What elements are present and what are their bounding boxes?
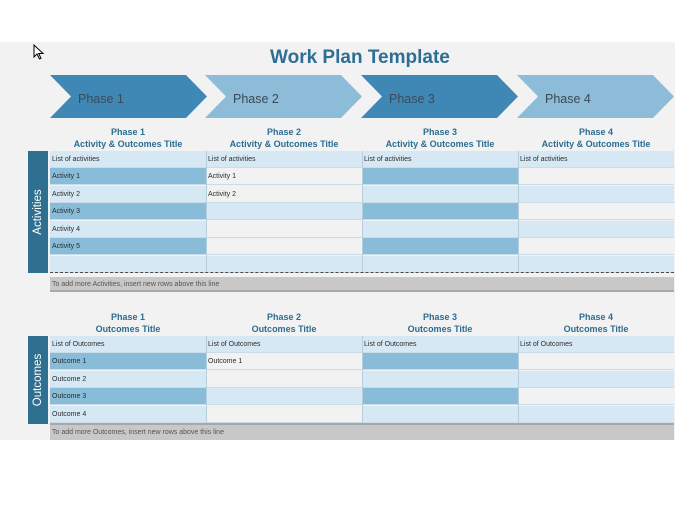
header-phase: Phase 1 xyxy=(110,127,146,137)
table-cell[interactable] xyxy=(518,256,674,273)
outcomes-header-phase-2: Phase 2 Outcomes Title xyxy=(206,311,362,335)
activities-header-phase-3: Phase 3 Activity & Outcomes Title xyxy=(362,126,518,150)
column-divider xyxy=(362,336,363,424)
table-cell[interactable] xyxy=(362,186,518,203)
table-cell[interactable] xyxy=(362,371,518,388)
table-cell[interactable]: List of activities xyxy=(518,151,674,168)
table-cell[interactable] xyxy=(362,168,518,185)
phase-4-label: Phase 4 xyxy=(545,92,591,106)
header-phase: Phase 2 xyxy=(266,127,302,137)
table-cell[interactable] xyxy=(362,353,518,370)
table-cell[interactable] xyxy=(206,406,362,423)
outcomes-header-phase-4: Phase 4 Outcomes Title xyxy=(518,311,674,335)
table-cell[interactable] xyxy=(206,203,362,220)
table-cell[interactable]: List of activities xyxy=(362,151,518,168)
table-cell[interactable] xyxy=(518,221,674,238)
header-title: Activity & Outcomes Title xyxy=(73,139,183,149)
footer-divider xyxy=(50,290,674,292)
activities-header-phase-1: Phase 1 Activity & Outcomes Title xyxy=(50,126,206,150)
table-cell[interactable] xyxy=(206,256,362,273)
phase-1-chevron xyxy=(50,75,207,118)
table-cell[interactable]: Outcome 1 xyxy=(206,353,362,370)
phase-1-label: Phase 1 xyxy=(78,92,124,106)
table-cell[interactable]: List of Outcomes xyxy=(50,336,206,353)
header-title: Activity & Outcomes Title xyxy=(541,139,651,149)
insert-rows-dashed-line xyxy=(50,272,674,273)
table-cell[interactable]: Outcome 4 xyxy=(50,406,206,423)
table-cell[interactable] xyxy=(518,203,674,220)
table-cell[interactable]: Activity 2 xyxy=(206,186,362,203)
header-phase: Phase 3 xyxy=(422,312,458,322)
outcomes-header-phase-3: Phase 3 Outcomes Title xyxy=(362,311,518,335)
table-cell[interactable] xyxy=(362,221,518,238)
table-cell[interactable] xyxy=(518,353,674,370)
table-cell[interactable] xyxy=(518,238,674,255)
table-cell[interactable] xyxy=(518,388,674,405)
header-phase: Phase 2 xyxy=(266,312,302,322)
table-cell[interactable]: Activity 4 xyxy=(50,221,206,238)
table-cell[interactable] xyxy=(362,256,518,273)
footer-divider xyxy=(50,423,674,425)
outcomes-header-phase-1: Phase 1 Outcomes Title xyxy=(50,311,206,335)
table-cell[interactable]: List of activities xyxy=(206,151,362,168)
table-cell[interactable]: List of Outcomes xyxy=(362,336,518,353)
table-cell[interactable] xyxy=(206,238,362,255)
phase-4-chevron xyxy=(517,75,674,118)
phase-2-chevron xyxy=(205,75,362,118)
header-phase: Phase 4 xyxy=(578,127,614,137)
column-divider xyxy=(518,151,519,273)
table-cell[interactable]: Activity 1 xyxy=(50,168,206,185)
table-cell[interactable] xyxy=(518,168,674,185)
table-cell[interactable]: Outcome 2 xyxy=(50,371,206,388)
header-title: Outcomes Title xyxy=(95,324,161,334)
header-title: Activity & Outcomes Title xyxy=(385,139,495,149)
table-cell[interactable] xyxy=(518,371,674,388)
outcomes-side-label: Outcomes xyxy=(32,353,44,407)
table-cell[interactable] xyxy=(518,186,674,203)
column-divider xyxy=(206,336,207,424)
table-cell[interactable] xyxy=(362,203,518,220)
column-divider xyxy=(362,151,363,273)
header-title: Outcomes Title xyxy=(563,324,629,334)
table-cell[interactable]: Outcome 1 xyxy=(50,353,206,370)
activities-header-phase-4: Phase 4 Activity & Outcomes Title xyxy=(518,126,674,150)
table-cell[interactable]: List of activities xyxy=(50,151,206,168)
phase-3-chevron xyxy=(361,75,518,118)
outcomes-side-bar xyxy=(28,336,48,424)
phase-3-label: Phase 3 xyxy=(389,92,435,106)
table-cell[interactable]: Activity 3 xyxy=(50,203,206,220)
table-cell[interactable] xyxy=(362,406,518,423)
mouse-pointer-icon xyxy=(33,44,45,60)
table-cell[interactable] xyxy=(50,256,206,273)
header-phase: Phase 3 xyxy=(422,127,458,137)
header-phase: Phase 4 xyxy=(578,312,614,322)
column-divider xyxy=(206,151,207,273)
outcomes-footer-note: To add more Outcomes, insert new rows ab… xyxy=(50,425,674,440)
activities-header-phase-2: Phase 2 Activity & Outcomes Title xyxy=(206,126,362,150)
activities-side-label: Activities xyxy=(32,189,44,235)
header-title: Activity & Outcomes Title xyxy=(229,139,339,149)
table-cell[interactable] xyxy=(362,388,518,405)
table-cell[interactable]: Activity 2 xyxy=(50,186,206,203)
column-divider xyxy=(518,336,519,424)
table-cell[interactable] xyxy=(206,221,362,238)
table-cell[interactable]: Outcome 3 xyxy=(50,388,206,405)
table-cell[interactable] xyxy=(206,371,362,388)
table-cell[interactable]: Activity 5 xyxy=(50,238,206,255)
header-phase: Phase 1 xyxy=(110,312,146,322)
header-title: Outcomes Title xyxy=(251,324,317,334)
phase-2-label: Phase 2 xyxy=(233,92,279,106)
activities-side-bar xyxy=(28,151,48,273)
table-cell[interactable] xyxy=(362,238,518,255)
activities-footer-note: To add more Activities, insert new rows … xyxy=(50,277,674,292)
table-cell[interactable] xyxy=(518,406,674,423)
table-cell[interactable]: List of Outcomes xyxy=(518,336,674,353)
table-cell[interactable] xyxy=(206,388,362,405)
header-title: Outcomes Title xyxy=(407,324,473,334)
table-cell[interactable]: Activity 1 xyxy=(206,168,362,185)
table-cell[interactable]: List of Outcomes xyxy=(206,336,362,353)
page-title: Work Plan Template xyxy=(270,47,450,68)
